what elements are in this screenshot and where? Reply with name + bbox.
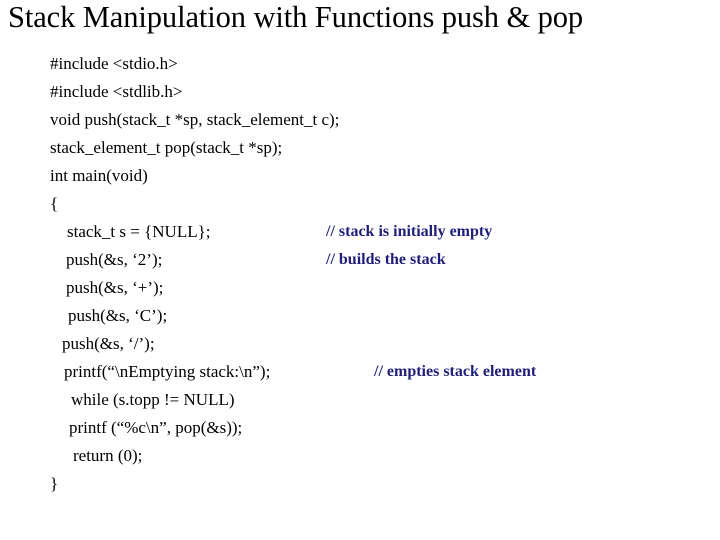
code-line-text: void push(stack_t *sp, stack_element_t c…: [50, 110, 340, 129]
code-line-text: push(&s, ‘C’);: [68, 306, 168, 325]
code-line: printf(“\nEmptying stack:\n”); // empties…: [0, 358, 720, 386]
code-line-text: stack_element_t pop(stack_t *sp);: [50, 138, 283, 157]
code-listing: #include <stdio.h> #include <stdlib.h> voi…: [0, 50, 720, 498]
code-line: #include <stdio.h>: [0, 50, 720, 78]
code-line: stack_element_t pop(stack_t *sp);: [0, 134, 720, 162]
code-line-text: stack_t s = {NULL};: [67, 222, 211, 241]
code-line-text: {: [50, 194, 59, 213]
code-line: push(&s, ‘+’);: [0, 274, 720, 302]
code-line: int main(void): [0, 162, 720, 190]
code-line: {: [0, 190, 720, 218]
code-line: #include <stdlib.h>: [0, 78, 720, 106]
code-line-text: #include <stdio.h>: [50, 54, 178, 73]
code-line-text: push(&s, ‘+’);: [66, 278, 164, 297]
code-line-text: #include <stdlib.h>: [50, 82, 183, 101]
code-line-comment: // builds the stack: [326, 251, 446, 268]
code-line: push(&s, ‘/’);: [0, 330, 720, 358]
code-line-text: int main(void): [50, 166, 148, 185]
code-line-text: return (0);: [73, 446, 143, 465]
code-line-text: push(&s, ‘2’);: [66, 250, 163, 269]
code-line-text: printf (“%c\n”, pop(&s));: [69, 418, 243, 437]
code-line-text: }: [50, 474, 59, 493]
code-line-comment: // empties stack element: [374, 363, 537, 380]
code-line: stack_t s = {NULL}; // stack is initially…: [0, 218, 720, 246]
code-line: printf (“%c\n”, pop(&s));: [0, 414, 720, 442]
page-title: Stack Manipulation with Functions push &…: [8, 0, 584, 34]
code-line: while (s.topp != NULL): [0, 386, 720, 414]
code-line: return (0);: [0, 442, 720, 470]
code-line-text: printf(“\nEmptying stack:\n”);: [64, 362, 271, 381]
code-line: push(&s, ‘2’); // builds the stack: [0, 246, 720, 274]
code-line: }: [0, 470, 720, 498]
code-line: push(&s, ‘C’);: [0, 302, 720, 330]
code-line-comment: // stack is initially empty: [326, 223, 493, 240]
code-line-text: push(&s, ‘/’);: [62, 334, 155, 353]
code-line-text: while (s.topp != NULL): [71, 390, 235, 409]
code-line: void push(stack_t *sp, stack_element_t c…: [0, 106, 720, 134]
